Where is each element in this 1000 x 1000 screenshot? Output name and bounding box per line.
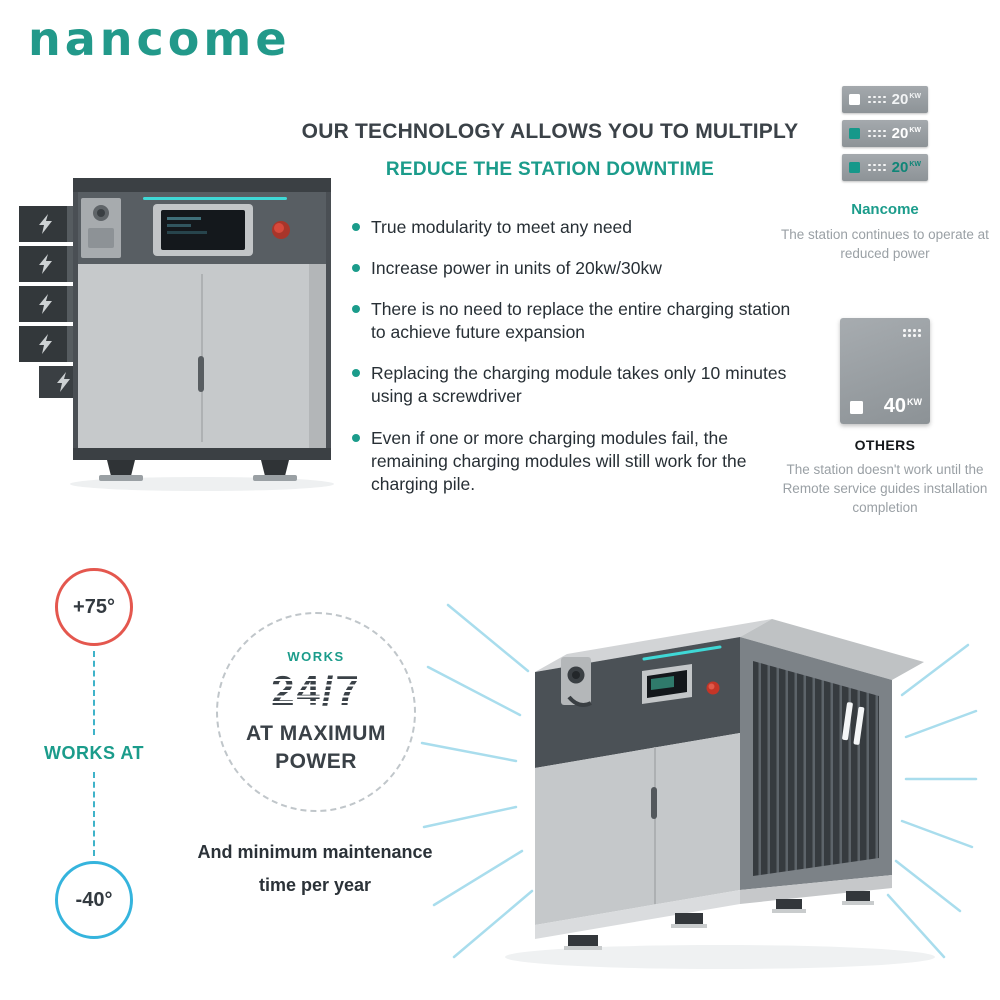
bullet-dot-icon [352,223,360,231]
airflow-lines-right [886,643,978,959]
station-foot [675,913,703,924]
min-temperature-value: -40° [75,888,113,911]
max-power-label: POWER [275,749,357,773]
nancome-description: The station continues to operate at redu… [781,227,989,262]
module-dots-icon [867,95,887,105]
module-dots-icon [867,129,887,139]
module-dots-icon [867,163,887,173]
charging-cable [567,695,592,707]
operating-temperature-range: +75° WORKS AT -40° [36,568,152,939]
lightning-icon [39,214,52,234]
feature-item: Replacing the charging module takes only… [352,362,792,408]
station-foot [776,899,802,909]
lightning-icon [39,294,52,314]
bullet-dot-icon [352,433,360,442]
lightning-icon [57,372,70,392]
connector-line [93,772,95,856]
lightning-icon [39,254,52,274]
top-face [535,619,772,672]
bullet-dot-icon [352,305,360,314]
module-indicator-icon [850,401,863,414]
feature-list: True modularity to meet any need Increas… [352,216,792,514]
door-handle [651,787,657,819]
others-label: OTHERS [854,437,916,453]
pulled-out-modules [19,206,87,398]
feature-text: There is no need to replace the entire c… [371,299,791,343]
station-body [535,619,924,950]
uptime-badge: WORKS 24/7 AT MAXIMUM POWER [216,612,416,812]
module-indicator-icon [849,128,860,139]
status-light [143,197,287,200]
others-description: The station doesn't work until the Remot… [782,462,988,516]
module-indicator-icon [849,94,860,105]
door-handle [198,356,204,392]
works-at-label: WORKS AT [44,743,144,763]
max-temperature-value: +75° [73,595,115,618]
base-rail-front [535,890,740,939]
maintenance-line: time per year [258,875,372,895]
feature-item: Even if one or more charging modules fai… [352,427,792,496]
top-face-side [740,619,924,680]
station-foot [261,460,289,476]
min-temperature-badge: -40° [55,861,133,939]
maintenance-line: And minimum maintenance [197,842,433,862]
charging-station-front-illustration [19,178,334,491]
airflow-lines-left [420,603,534,959]
feature-item: There is no need to replace the entire c… [352,298,792,344]
lightning-icon [39,334,52,354]
page-title: OUR TECHNOLOGY ALLOWS YOU TO MULTIPLY [301,120,799,143]
max-power-label: AT MAXIMUM [246,722,386,746]
feature-text: True modularity to meet any need [371,217,633,237]
feature-text: Increase power in units of 20kw/30kw [371,258,662,279]
max-temperature-badge: +75° [55,568,133,646]
connector-line [93,651,95,735]
maintenance-note: And minimum maintenance time per year [148,842,482,896]
station-foot [846,891,870,901]
feature-item: True modularity to meet any need [352,216,792,239]
bullet-dot-icon [352,264,360,273]
schedule-value: 24/7 [271,667,361,715]
module-dots-icon [902,328,922,338]
nancome-label: Nancome [851,201,919,218]
brand-logo: nancome [28,12,291,66]
module-indicator-icon [849,162,860,173]
display-screen [161,210,245,250]
station-shadow [505,945,935,969]
status-light [642,645,722,661]
station-foot [568,935,598,946]
feature-text: Even if one or more charging modules fai… [371,427,747,494]
front-panel-lower [535,733,740,925]
feature-item: Increase power in units of 20kw/30kw [352,257,792,280]
bullet-dot-icon [352,369,360,378]
works-label: WORKS [287,649,345,665]
side-vent-louvers [753,661,879,876]
station-foot [107,460,135,476]
charging-station-3d-illustration [420,603,978,969]
page-subtitle: REDUCE THE STATION DOWNTIME [385,159,715,180]
headline-block: OUR TECHNOLOGY ALLOWS YOU TO MULTIPLY RE… [280,120,820,181]
cabinet [73,178,331,481]
pause-bars-icon [842,702,865,745]
feature-text: Replacing the charging module takes only… [371,363,787,407]
base-rail-side [740,875,892,904]
